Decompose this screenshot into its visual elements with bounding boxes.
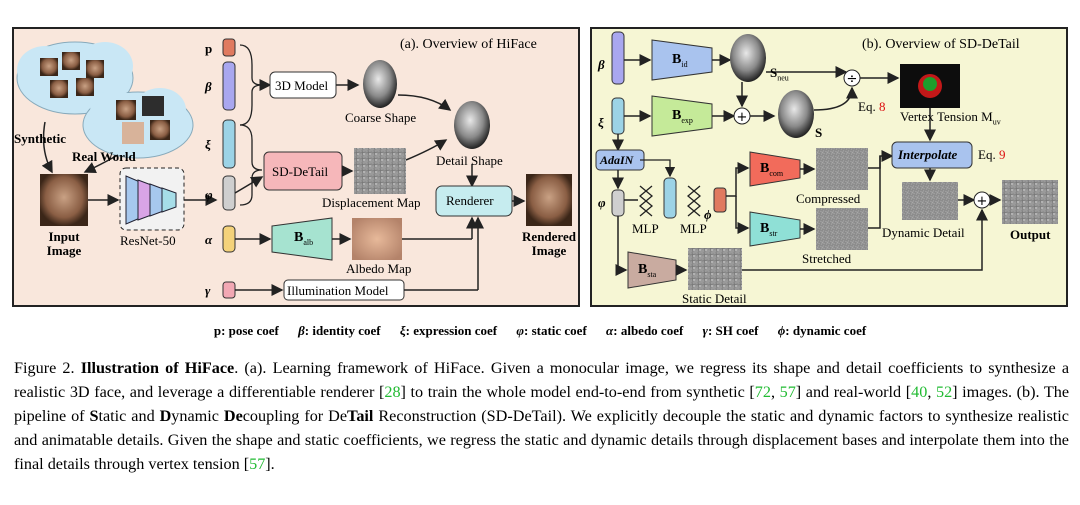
albedo-coef-bar — [222, 225, 236, 253]
b-coef-label-phi: φ — [598, 195, 606, 210]
mlp-block-2 — [686, 185, 702, 217]
compressed-basis-block — [749, 151, 801, 187]
albedo-basis-block — [271, 217, 333, 261]
citation-40[interactable]: 40 — [911, 383, 928, 401]
static-basis-block — [627, 251, 677, 289]
static-detail-image — [688, 248, 742, 290]
expression-basis-block — [651, 95, 713, 137]
identity-basis-block — [651, 39, 713, 81]
coef-label-beta: β — [205, 79, 212, 94]
synthetic-label: Synthetic — [14, 131, 66, 146]
s-neu-label: Sneu — [770, 65, 789, 83]
displacement-map-image — [354, 148, 406, 194]
rendered-image — [526, 174, 572, 226]
b-exp-label: Bexp — [672, 108, 693, 125]
output-label: Output — [1010, 227, 1051, 242]
b-identity-coef-bar — [611, 31, 625, 85]
citation-57[interactable]: 57 — [779, 383, 796, 401]
b-coef-label-beta: β — [598, 57, 605, 72]
s-label: S — [815, 125, 823, 140]
identity-coef-bar — [222, 61, 236, 111]
illumination-label: Illumination Model — [287, 283, 389, 298]
coef-label-gamma: γ — [205, 283, 211, 298]
sd-detail-label: SD-DeTail — [272, 164, 329, 179]
mlp-hidden-bar — [663, 177, 677, 219]
expression-shape-render — [778, 90, 814, 138]
eq9-label: Eq. 9 — [978, 147, 1006, 162]
citation-57-b[interactable]: 57 — [249, 455, 266, 473]
legend-albedo: α: albedo coef — [606, 323, 684, 338]
svg-text:+: + — [977, 194, 988, 209]
eq8-label: Eq. 8 — [858, 99, 886, 114]
b-com-label: Bcom — [760, 161, 784, 178]
dynamic-detail-label: Dynamic Detail — [882, 225, 965, 240]
neutral-shape-render — [730, 34, 766, 82]
coef-label-alpha: α — [205, 232, 213, 247]
3d-model-label: 3D Model — [275, 78, 329, 93]
rendered-image-label: Rendered Image — [522, 229, 576, 258]
b-expression-coef-bar — [611, 97, 625, 135]
citation-52[interactable]: 52 — [935, 383, 953, 401]
compressed-detail-image — [816, 148, 868, 190]
vertex-tension-label: Vertex Tension Muv — [900, 109, 1001, 127]
sh-coef-bar — [222, 281, 236, 299]
displacement-map-label: Displacement Map — [322, 195, 421, 210]
stretched-basis-block — [749, 211, 801, 247]
legend-sh: γ: SH coef — [702, 323, 759, 338]
dynamic-detail-image — [902, 182, 958, 220]
b-coef-label-xi: ξ — [598, 115, 604, 130]
mlp-block-1 — [638, 185, 654, 217]
b-str-label: Bstr — [760, 221, 778, 238]
adain-label: AdaIN — [600, 153, 634, 167]
coef-legend: p: pose coef β: identity coef ξ: express… — [0, 323, 1080, 339]
coarse-shape-label: Coarse Shape — [345, 110, 417, 125]
panel-b-title: (b). Overview of SD-DeTail — [862, 37, 1020, 52]
albedo-map-label: Albedo Map — [346, 261, 412, 276]
input-image-label: Input Image — [46, 229, 82, 258]
real-world-label: Real World — [72, 149, 136, 164]
citation-72[interactable]: 72 — [754, 383, 771, 401]
phi-label: ϕ — [704, 207, 712, 222]
svg-text:+: + — [737, 110, 748, 125]
input-image — [40, 174, 88, 226]
mlp-2-label: MLP — [680, 221, 707, 236]
b-id-label: Bid — [672, 52, 688, 69]
legend-pose: p: pose coef — [213, 323, 279, 338]
detail-shape-render — [454, 101, 490, 149]
interpolate-box — [891, 141, 973, 169]
figure-diagram: ÷ + + — [16, 31, 1058, 301]
b-static-coef-bar — [611, 189, 625, 217]
expression-coef-bar — [222, 119, 236, 169]
mlp-1-label: MLP — [632, 221, 659, 236]
b-sta-label: Bsta — [638, 262, 657, 279]
resnet-50-block — [119, 167, 185, 231]
static-coef-bar — [222, 175, 236, 211]
b-alb-label: Balb — [294, 230, 314, 247]
dynamic-coef-bar — [713, 187, 727, 213]
legend-dynamic: ϕ: dynamic coef — [777, 323, 867, 338]
output-detail-image — [1002, 180, 1058, 224]
legend-identity: β: identity coef — [298, 323, 381, 338]
stretched-label: Stretched — [802, 251, 852, 266]
interpolate-label: Interpolate — [898, 147, 958, 162]
albedo-map-image — [352, 218, 402, 260]
pose-coef-bar — [222, 38, 236, 57]
renderer-label: Renderer — [446, 193, 494, 208]
static-detail-label: Static Detail — [682, 291, 747, 306]
coef-label-xi: ξ — [205, 137, 211, 152]
compressed-label: Compressed — [796, 191, 861, 206]
legend-static: φ: static coef — [516, 323, 587, 338]
legend-expression: ξ: expression coef — [399, 323, 498, 338]
stretched-detail-image — [816, 208, 868, 250]
panel-a-title: (a). Overview of HiFace — [400, 37, 537, 52]
resnet-label: ResNet-50 — [120, 233, 176, 248]
detail-shape-label: Detail Shape — [436, 153, 503, 168]
coef-label-p: p — [205, 41, 213, 56]
coarse-shape-render — [363, 60, 397, 108]
figure-caption: Figure 2. Illustration of HiFace. (a). L… — [14, 359, 1070, 473]
real-world-cloud — [82, 88, 194, 159]
coef-label-phi: φ — [205, 187, 213, 202]
citation-28[interactable]: 28 — [384, 383, 401, 401]
svg-text:÷: ÷ — [847, 72, 858, 87]
